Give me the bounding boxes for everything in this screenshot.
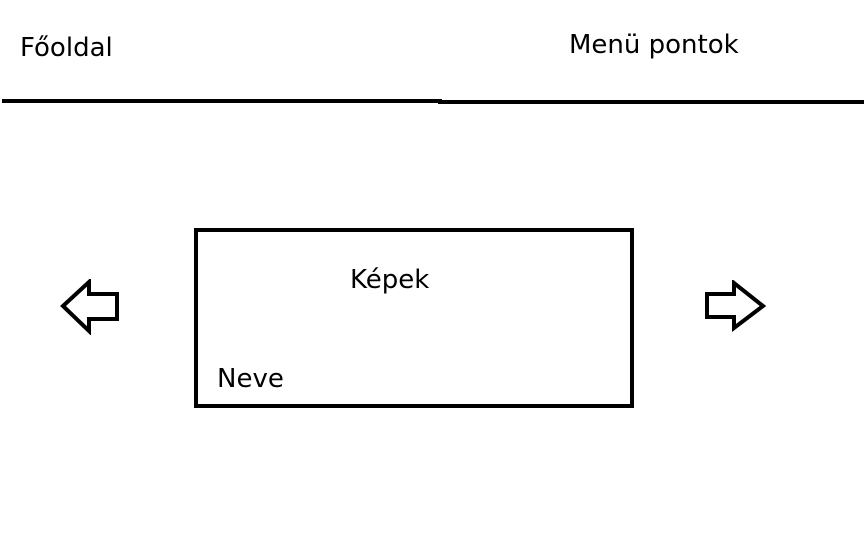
arrow-right-icon [705, 280, 767, 332]
header-divider [2, 99, 864, 104]
previous-image-button[interactable] [60, 279, 122, 335]
home-link[interactable]: Főoldal [20, 33, 113, 63]
slider-title: Képek [350, 265, 430, 295]
image-slider[interactable]: Képek Neve [194, 228, 634, 408]
image-name-caption: Neve [217, 364, 284, 394]
next-image-button[interactable] [703, 280, 767, 332]
menu-items-link[interactable]: Menü pontok [569, 30, 739, 60]
arrow-left-icon [60, 279, 119, 335]
